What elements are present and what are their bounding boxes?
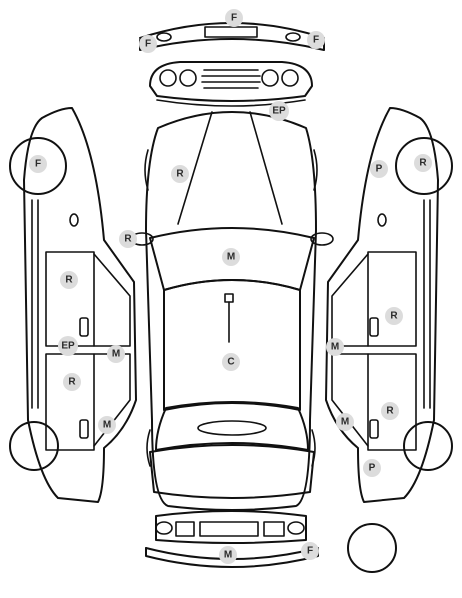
marker-right-b-pillar[interactable]: M [326,338,344,356]
marker-front-bumper-left[interactable]: F [139,35,157,53]
marker-rear-bumper-center[interactable]: M [219,546,237,564]
svg-text:F: F [145,39,151,50]
svg-text:P: P [369,463,376,474]
marker-right-front-door[interactable]: R [385,307,403,325]
svg-text:M: M [341,417,349,428]
marker-hood[interactable]: R [171,165,189,183]
marker-front-bumper-right[interactable]: F [307,31,325,49]
car-top-view [130,111,334,511]
svg-text:M: M [331,342,339,353]
front-fascia [149,61,313,107]
svg-text:R: R [68,377,76,388]
marker-roof[interactable]: M [222,248,240,266]
car-right-side [325,107,453,503]
svg-text:EP: EP [272,106,286,117]
marker-left-mirror[interactable]: R [119,230,137,248]
svg-text:M: M [112,349,120,360]
svg-text:R: R [419,158,427,169]
svg-text:F: F [313,35,319,46]
marker-right-front-wheel-r[interactable]: R [414,154,432,172]
marker-right-rear-wheel-p[interactable]: P [363,459,381,477]
svg-text:R: R [65,275,73,286]
svg-text:F: F [231,13,237,24]
marker-rear-bumper-right[interactable]: F [301,542,319,560]
marker-left-front-door[interactable]: R [60,271,78,289]
svg-text:EP: EP [61,341,75,352]
marker-left-rear-door[interactable]: R [63,373,81,391]
svg-text:M: M [103,420,111,431]
svg-text:R: R [124,234,132,245]
marker-right-rear-door[interactable]: R [381,402,399,420]
svg-text:R: R [390,311,398,322]
svg-text:F: F [307,546,313,557]
svg-text:M: M [224,550,232,561]
marker-windshield-edge[interactable]: EP [269,101,289,121]
spare-wheel [347,523,397,573]
marker-front-bumper-center[interactable]: F [225,9,243,27]
rear-fascia [155,510,307,544]
front-bumper [139,22,325,51]
marker-right-front-wheel-p[interactable]: P [370,160,388,178]
svg-text:F: F [35,159,41,170]
svg-text:R: R [386,406,394,417]
marker-left-front-wheel[interactable]: F [29,155,47,173]
marker-left-sill[interactable]: EP [58,336,78,356]
svg-text:C: C [227,357,234,368]
svg-text:R: R [176,169,184,180]
marker-rear-roof[interactable]: C [222,353,240,371]
car-left-side [9,107,137,503]
svg-text:M: M [227,252,235,263]
marker-right-rear-sill[interactable]: M [336,413,354,431]
svg-text:P: P [376,164,383,175]
marker-left-rear-sill[interactable]: M [98,416,116,434]
marker-left-b-pillar[interactable]: M [107,345,125,363]
